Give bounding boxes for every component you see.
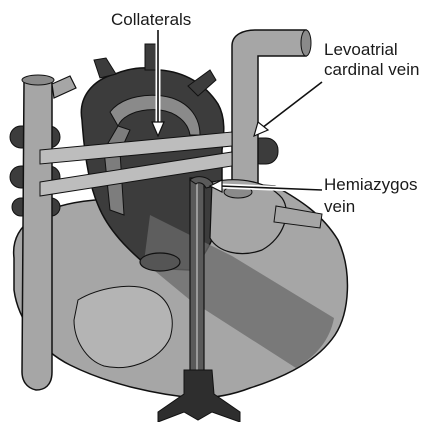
levoatrial-label-line2: cardinal vein xyxy=(324,60,419,79)
collaterals-label: Collaterals xyxy=(111,10,191,29)
valve xyxy=(140,253,180,271)
hemiazygos-label-line2: vein xyxy=(324,197,355,216)
levoatrial-label-line1: Levoatrial xyxy=(324,40,398,59)
vena-cava-left xyxy=(22,80,52,390)
vena-cava-left-cap xyxy=(22,75,54,85)
arch-branch-left xyxy=(94,58,116,78)
levoatrial-arrow xyxy=(254,82,322,136)
vena-cava-left-branch xyxy=(52,76,76,98)
hemiazygos-label-line1: Hemiazygos xyxy=(324,175,418,194)
levoatrial-cap xyxy=(301,30,311,56)
